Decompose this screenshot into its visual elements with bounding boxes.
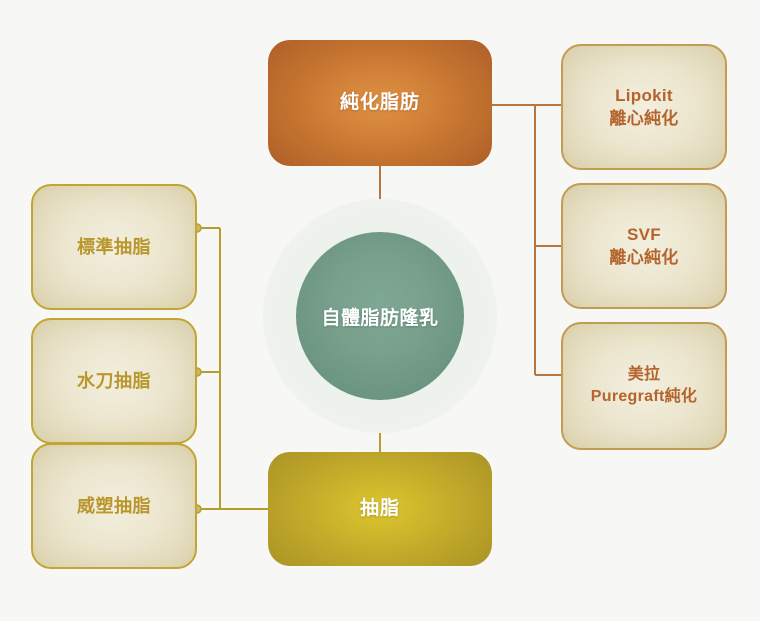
leaf-node-lipokit-line1: Lipokit: [615, 85, 673, 105]
center-node[interactable]: 自體脂肪隆乳: [296, 232, 464, 400]
leaf-node-puregraft-label: 美拉 Puregraft純化: [591, 364, 697, 408]
leaf-node-puregraft-line2: Puregraft純化: [590, 388, 698, 405]
leaf-node-lipokit-line2: 離心純化: [609, 109, 679, 128]
leaf-node-puregraft[interactable]: 美拉 Puregraft純化: [561, 322, 727, 450]
branch-node-purify-label: 純化脂肪: [339, 91, 420, 113]
branch-node-purify[interactable]: 純化脂肪: [268, 40, 492, 166]
leaf-node-puregraft-line1: 美拉: [627, 365, 661, 383]
leaf-node-lipokit-label: Lipokit 離心純化: [609, 84, 678, 131]
center-node-label: 自體脂肪隆乳: [321, 307, 439, 329]
leaf-node-standard-liposuction[interactable]: 標準抽脂: [31, 184, 197, 310]
leaf-node-svf-label: SVF 離心純化: [609, 223, 678, 270]
leaf-node-lipokit[interactable]: Lipokit 離心純化: [561, 44, 727, 170]
connector-right-trunk: [492, 104, 536, 375]
leaf-node-vaser-liposuction[interactable]: 威塑抽脂: [31, 443, 197, 569]
leaf-node-svf-line1: SVF: [627, 224, 661, 244]
leaf-node-vaser-liposuction-label: 威塑抽脂: [77, 495, 151, 516]
leaf-node-svf-line2: 離心純化: [609, 248, 679, 267]
leaf-node-waterjet-liposuction[interactable]: 水刀抽脂: [31, 318, 197, 444]
leaf-node-waterjet-liposuction-label: 水刀抽脂: [77, 370, 151, 391]
connector-left-trunk: [219, 228, 268, 510]
leaf-node-svf[interactable]: SVF 離心純化: [561, 183, 727, 309]
branch-node-liposuction[interactable]: 抽脂: [268, 452, 492, 566]
branch-node-liposuction-label: 抽脂: [359, 497, 400, 519]
leaf-node-standard-liposuction-label: 標準抽脂: [77, 236, 151, 257]
